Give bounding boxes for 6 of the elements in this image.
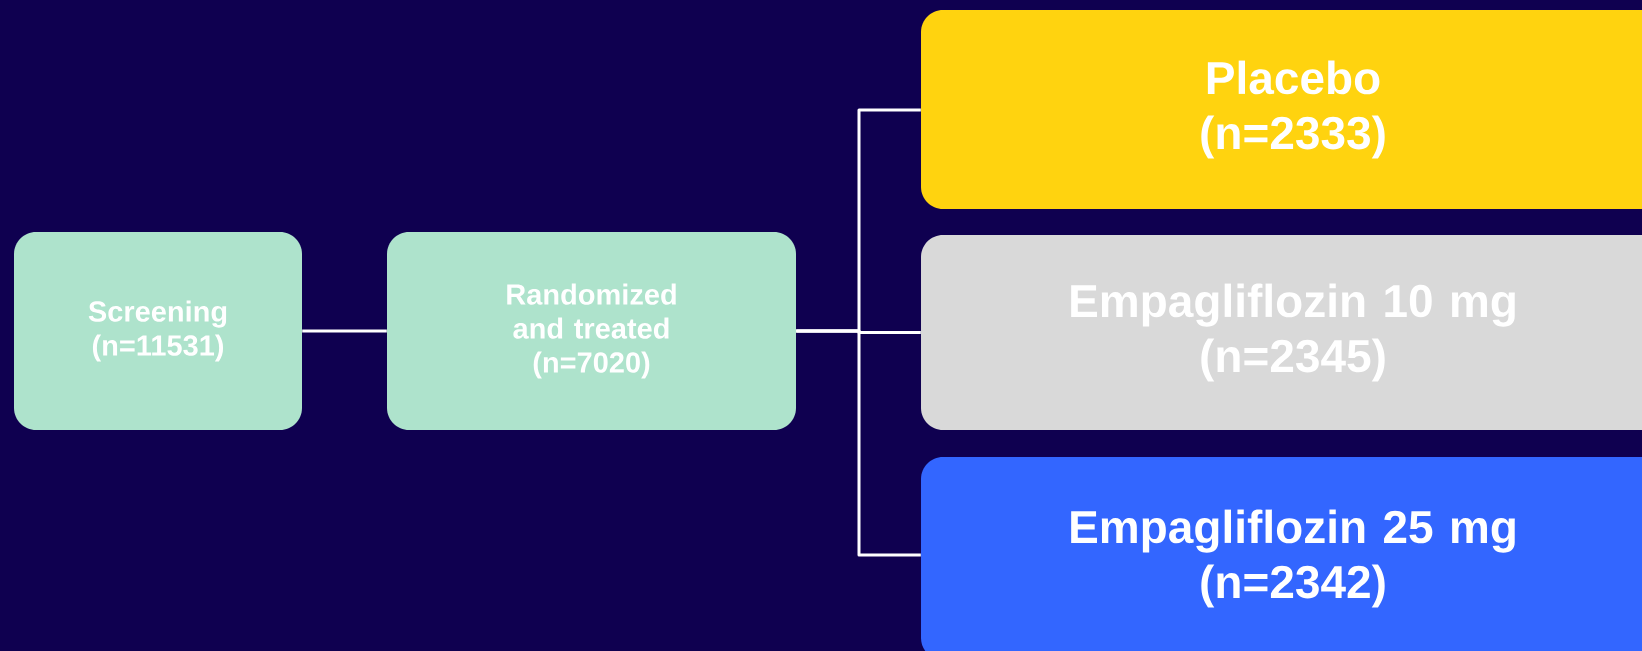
connector-line <box>302 329 387 333</box>
process-box: Empagliflozin 25 mg (n=2342) <box>921 457 1642 651</box>
process-box: Screening (n=11531) <box>14 232 302 430</box>
connector-line <box>796 329 921 557</box>
process-box: Placebo (n=2333) <box>921 10 1642 209</box>
process-box: Randomized and treated (n=7020) <box>387 232 796 430</box>
